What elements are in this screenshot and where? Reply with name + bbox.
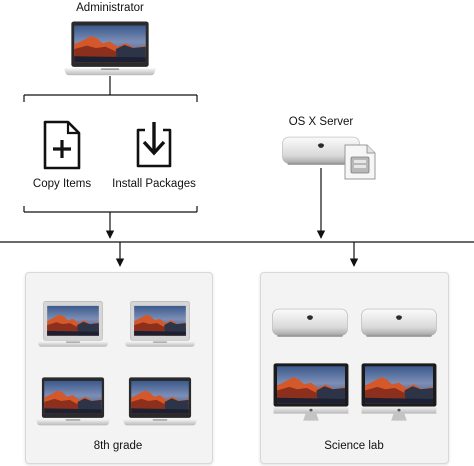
mac-mini: [360, 306, 438, 340]
laptop-pro: [123, 376, 197, 426]
os-x-server-label: OS X Server: [288, 116, 354, 128]
download-icon: [136, 122, 172, 168]
copy-items-label: Copy Items: [32, 178, 92, 190]
mac-mini: [271, 306, 349, 340]
imac: [360, 362, 438, 422]
science-lab-label: Science lab: [324, 440, 384, 452]
add-document-icon: [43, 120, 81, 170]
8th-grade-label: 8th grade: [93, 440, 143, 452]
laptop-air: [38, 300, 108, 348]
imac: [272, 362, 350, 422]
install-packages-label: Install Packages: [112, 178, 196, 190]
administrator-laptop: [64, 20, 156, 76]
administrator-label: Administrator: [76, 2, 144, 14]
laptop-air: [125, 300, 195, 348]
laptop-pro: [36, 376, 110, 426]
server-app-icon: [344, 144, 376, 180]
